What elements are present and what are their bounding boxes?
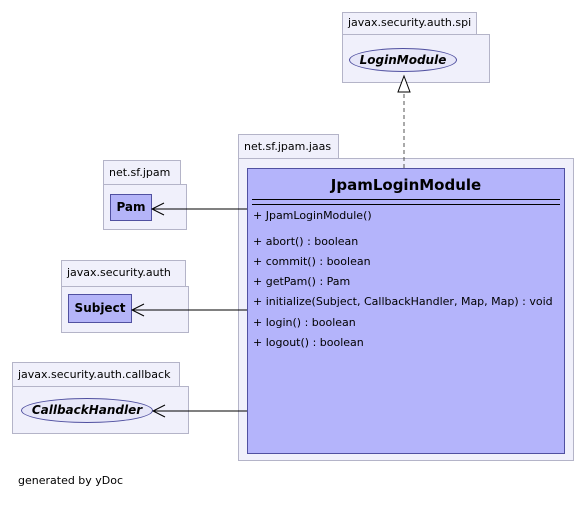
- package-tab-jaas: net.sf.jpam.jaas: [238, 134, 339, 158]
- package-name-spi: javax.security.auth.spi: [348, 16, 472, 29]
- operation-get-pam: + getPam() : Pam: [253, 275, 351, 288]
- class-name-pam: Pam: [116, 200, 146, 214]
- package-name-callback: javax.security.auth.callback: [18, 368, 171, 381]
- package-tab-spi: javax.security.auth.spi: [342, 12, 477, 34]
- interface-login-module[interactable]: LoginModule: [349, 48, 457, 72]
- class-name-jpam-login-module: JpamLoginModule: [330, 176, 482, 194]
- operation-abort: + abort() : boolean: [253, 235, 359, 248]
- constructor-jpam-login-module: + JpamLoginModule(): [253, 209, 372, 222]
- class-jpam-login-module[interactable]: JpamLoginModule + JpamLoginModule() + ab…: [247, 168, 565, 454]
- class-name-subject: Subject: [74, 301, 126, 315]
- package-tab-jpam: net.sf.jpam: [103, 160, 181, 184]
- operation-logout: + logout() : boolean: [253, 336, 364, 349]
- footer-generated-by: generated by yDoc: [18, 474, 124, 487]
- interface-callback-handler[interactable]: CallbackHandler: [21, 398, 153, 423]
- package-name-auth: javax.security.auth: [67, 266, 171, 279]
- package-name-jaas: net.sf.jpam.jaas: [244, 140, 332, 153]
- operation-login: + login() : boolean: [253, 316, 356, 329]
- interface-name-login-module: LoginModule: [359, 53, 447, 67]
- operation-commit: + commit() : boolean: [253, 255, 371, 268]
- class-pam[interactable]: Pam: [110, 194, 152, 221]
- package-tab-auth: javax.security.auth: [61, 260, 186, 286]
- package-name-jpam: net.sf.jpam: [109, 166, 171, 179]
- attribute-separator: [252, 204, 560, 205]
- name-separator: [252, 199, 560, 200]
- operation-initialize: + initialize(Subject, CallbackHandler, M…: [253, 295, 553, 308]
- interface-name-callback-handler: CallbackHandler: [31, 403, 143, 417]
- package-tab-callback: javax.security.auth.callback: [12, 362, 180, 386]
- class-subject[interactable]: Subject: [68, 294, 132, 323]
